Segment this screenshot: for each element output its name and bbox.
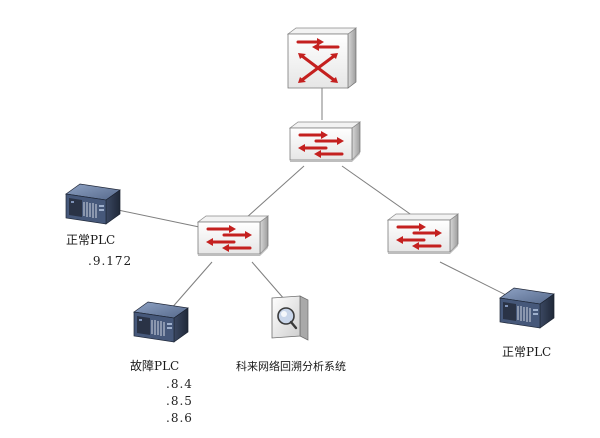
plc-fault-ip-1: .8.4 xyxy=(166,377,193,391)
link-leftswitch-plc-fault xyxy=(169,261,213,311)
plc-left-label: 正常PLC xyxy=(66,233,116,247)
switch-icon-left xyxy=(196,214,270,258)
plc-fault-ip-2: .8.5 xyxy=(166,394,193,408)
server-icon-plc-left xyxy=(65,183,121,225)
router-icon xyxy=(286,27,358,89)
network-analyzer-icon xyxy=(271,295,309,341)
switch-icon-core xyxy=(288,120,362,164)
switch-icon-right xyxy=(386,212,460,256)
link-core-leftswitch xyxy=(245,165,305,219)
link-lines xyxy=(117,84,521,311)
server-icon-plc-right xyxy=(499,287,555,329)
analyzer-label: 科来网络回溯分析系统 xyxy=(236,360,346,373)
plc-right-label: 正常PLC xyxy=(502,345,552,359)
plc-fault-ip-3: .8.6 xyxy=(166,411,193,425)
plc-left-ip: .9.172 xyxy=(88,254,133,268)
link-leftswitch-analyzer xyxy=(251,261,286,301)
server-icon-plc-fault xyxy=(133,301,189,343)
link-core-rightswitch xyxy=(341,165,414,217)
link-leftswitch-plc-left xyxy=(117,209,205,229)
plc-fault-label: 故障PLC xyxy=(130,359,180,373)
